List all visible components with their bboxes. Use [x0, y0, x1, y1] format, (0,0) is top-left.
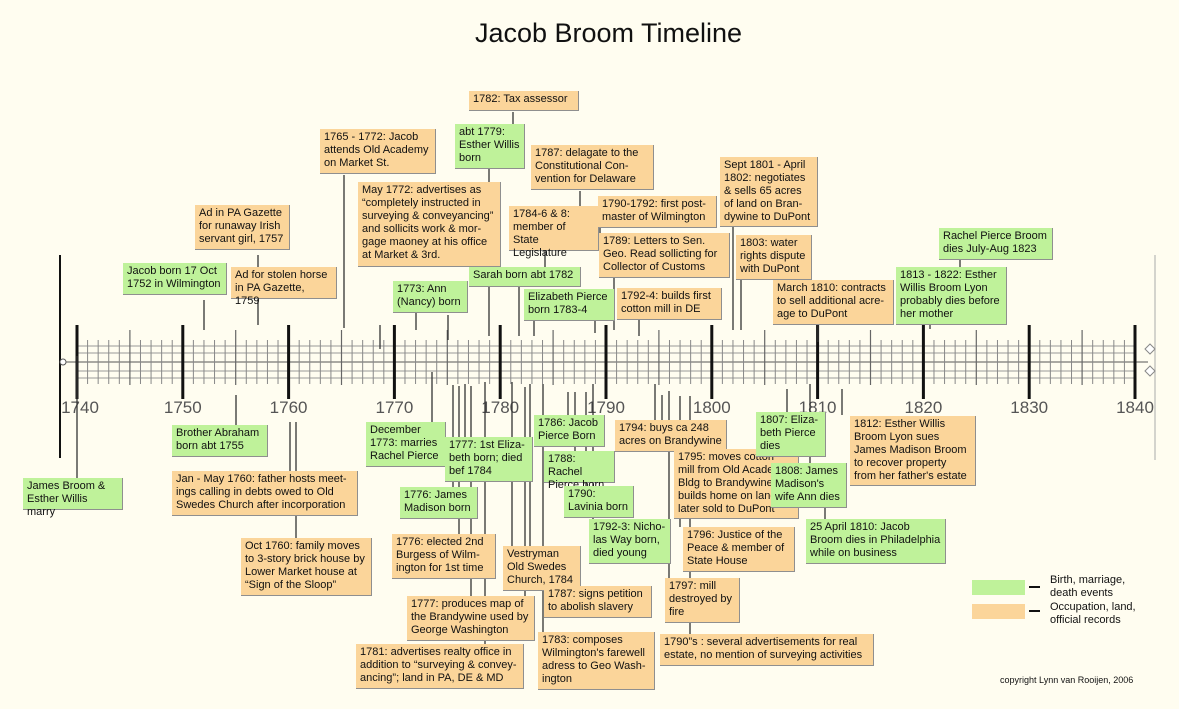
event-e06: Jan - May 1760: father hosts meet- ings …: [172, 471, 358, 516]
event-e37: 1790”s : several advertisements for real…: [660, 634, 874, 666]
event-e31: 1792-4: builds first cotton mill in DE: [617, 288, 722, 320]
event-e04: Ad for stolen horse in PA Gazette, 1759: [231, 267, 337, 307]
axis-label-1790: 1790: [587, 398, 625, 417]
event-e24: 1786: Jacob Pierce Born: [534, 415, 605, 447]
event-e18: abt 1779: Esther Willis born: [455, 124, 525, 169]
axis-right-node-top: [1144, 343, 1156, 355]
event-e39: 1803: water rights dispute with DuPont: [736, 235, 812, 280]
event-e11: December 1773: marries Rachel Pierce: [366, 422, 446, 467]
axis-label-1840: 1840: [1116, 398, 1154, 417]
event-e08: 1765 - 1772: Jacob attends Old Academy o…: [320, 129, 436, 174]
event-e21: 1787: delagate to the Constitutional Con…: [531, 145, 654, 190]
event-e30: 1789: Letters to Sen. Geo. Read sollicti…: [599, 233, 730, 278]
legend-occupation-dash: [1029, 610, 1040, 612]
event-e45: Rachel Pierce Broom dies July-Aug 1823: [939, 228, 1053, 260]
event-e23: Vestryman Old Swedes Church, 1784: [503, 546, 581, 591]
legend-birth-swatch: [972, 580, 1025, 595]
event-e16: 1781: advertises realty office in additi…: [356, 644, 524, 689]
event-e41: 1807: Eliza- beth Pierce dies: [756, 412, 826, 457]
legend-birth-dash: [1029, 586, 1040, 588]
page-title: Jacob Broom Timeline: [474, 18, 743, 48]
event-e44: 1812: Esther Willis Broom Lyon sues Jame…: [850, 416, 976, 486]
event-e22: Elizabeth Pierce born 1783-4: [524, 289, 615, 321]
event-e35: 1796: Justice of the Peace & member of S…: [683, 527, 795, 572]
event-e36: 1797: mill destroyed by fire: [665, 578, 740, 623]
event-e10: 1773: Ann (Nancy) born: [393, 281, 468, 313]
event-e14: 1777: 1st Eliza- beth born; died bef 178…: [445, 437, 533, 482]
event-e43: 25 April 1810: Jacob Broom dies in Phila…: [806, 519, 946, 564]
event-e28: 1783: composes Wilmington's farewell adr…: [538, 632, 655, 690]
event-e07: Oct 1760: family moves to 3-story brick …: [241, 538, 372, 596]
event-e46: 1813 - 1822: Esther Willis Broom Lyon pr…: [896, 267, 1007, 325]
event-e33: 1792-3: Nicho- las Way born, died young: [589, 519, 671, 564]
event-e40: March 1810: contracts to sell additional…: [773, 280, 894, 325]
event-e25: 1788: Rachel Pierce born: [544, 451, 615, 491]
axis-label-1820: 1820: [904, 398, 942, 417]
axis-label-1740: 1740: [61, 398, 99, 417]
event-e19: Sarah born abt 1782: [469, 267, 581, 287]
axis-right-node-bottom: [1144, 365, 1156, 377]
event-e15: 1777: produces map of the Brandywine use…: [407, 596, 535, 641]
event-e38: Sept 1801 - April 1802: negotiates & sel…: [720, 157, 818, 227]
event-e42: 1808: James Madison's wife Ann dies: [771, 463, 847, 508]
event-e13: 1776: elected 2nd Burgess of Wilm- ingto…: [392, 534, 496, 579]
event-e03: Ad in PA Gazette for runaway Irish serva…: [195, 205, 290, 250]
event-e26: 1790: Lavinia born: [564, 486, 634, 518]
copyright-notice: copyright Lynn van Rooijen, 2006: [1000, 675, 1134, 685]
legend-occupation-label: Occupation, land, official records: [1050, 601, 1136, 626]
axis-label-1750: 1750: [164, 398, 202, 417]
event-e02: Jacob born 17 Oct 1752 in Wilmington: [123, 263, 227, 295]
event-e09: May 1772: advertises as “completely inst…: [358, 182, 501, 267]
event-e01: James Broom & Esther Willis marry: [23, 478, 123, 518]
axis-label-1830: 1830: [1010, 398, 1048, 417]
legend-occupation-swatch: [972, 604, 1025, 619]
axis-label-1780: 1780: [481, 398, 519, 417]
event-e20: 1784-6 & 8: member of State Legislature: [509, 206, 599, 259]
axis-label-1800: 1800: [693, 398, 731, 417]
axis-label-1770: 1770: [375, 398, 413, 417]
axis-label-1760: 1760: [270, 398, 308, 417]
event-e27: 1787: signs petition to abolish slavery: [544, 586, 652, 618]
event-e05: Brother Abraham born abt 1755: [172, 425, 268, 457]
legend-birth-label: Birth, marriage, death events: [1050, 574, 1126, 599]
event-e32: 1794: buys ca 248 acres on Brandywine: [615, 420, 727, 452]
event-e29: 1790-1792: first post- master of Wilming…: [598, 196, 717, 228]
axis-left-node: [59, 358, 67, 366]
event-e17: 1782: Tax assessor: [469, 91, 579, 111]
event-e12: 1776: James Madison born: [400, 487, 478, 519]
